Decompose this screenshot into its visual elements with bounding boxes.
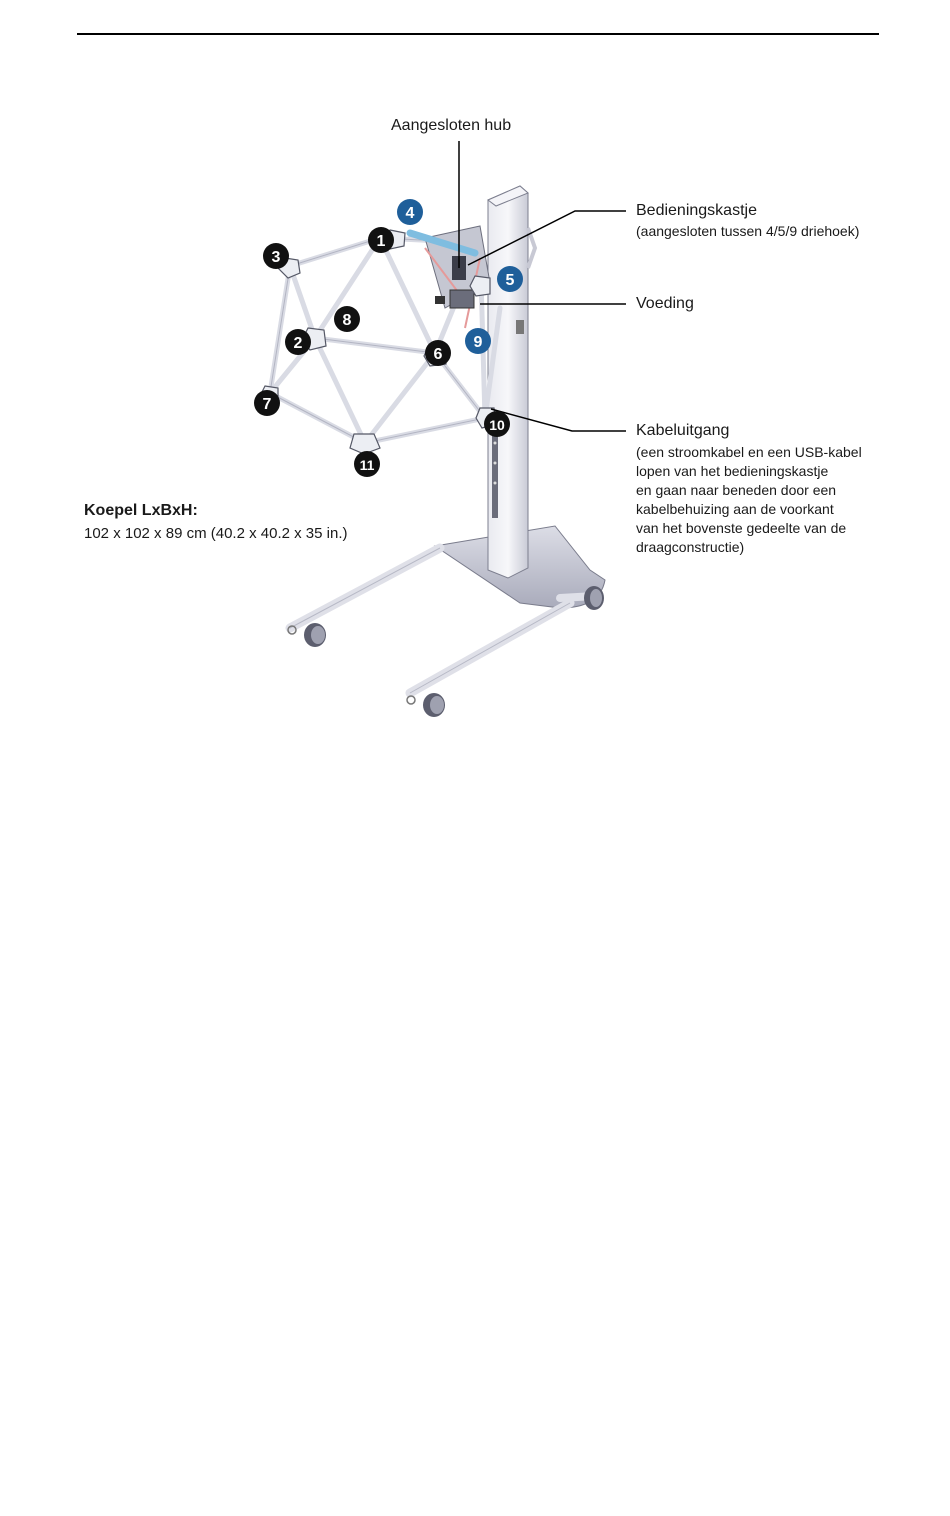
label-cable-exit-line-2: lopen van het bedieningskastje	[636, 463, 829, 479]
badge-1: 1	[368, 227, 394, 253]
wheels	[287, 586, 604, 717]
svg-text:6: 6	[434, 346, 443, 363]
label-control-box: Bedieningskastje	[636, 202, 757, 219]
svg-text:2: 2	[294, 335, 303, 352]
svg-text:5: 5	[506, 272, 515, 289]
label-cable-exit-line-6: draagconstructie)	[636, 539, 745, 555]
leader-lines	[458, 141, 626, 432]
badge-7: 7	[254, 390, 280, 416]
label-power-supply: Voeding	[636, 295, 694, 312]
svg-text:1: 1	[377, 233, 386, 250]
badge-4: 4	[397, 199, 423, 225]
power-supply	[435, 289, 475, 309]
badge-5: 5	[497, 266, 523, 292]
badge-3: 3	[263, 243, 289, 269]
top-rule	[77, 33, 879, 35]
label-control-box-note: (aangesloten tussen 4/5/9 driehoek)	[636, 223, 860, 239]
badge-9: 9	[465, 328, 491, 354]
label-cable-exit-line-5: van het bovenste gedeelte van de	[636, 520, 847, 536]
dome-frame-edges	[269, 237, 486, 444]
svg-text:3: 3	[272, 249, 281, 266]
svg-text:4: 4	[406, 205, 415, 222]
dome-stand-illustration: 1 2 3 4 5 6 7 8	[80, 108, 880, 720]
badge-8: 8	[334, 306, 360, 332]
label-cable-exit-line-1: (een stroomkabel en een USB-kabel	[636, 444, 862, 460]
stand-base	[285, 525, 606, 698]
label-cable-exit: Kabeluitgang	[636, 422, 730, 439]
svg-text:9: 9	[474, 334, 483, 351]
svg-text:8: 8	[343, 312, 352, 329]
support-column	[487, 185, 538, 579]
dome-drawing: 1 2 3 4 5 6 7 8	[254, 141, 626, 717]
svg-text:10: 10	[489, 417, 505, 433]
badge-11: 11	[354, 451, 380, 477]
label-connected-hub: Aangesloten hub	[391, 117, 512, 134]
badge-6: 6	[425, 340, 451, 366]
badge-2: 2	[285, 329, 311, 355]
svg-text:7: 7	[263, 396, 272, 413]
svg-text:11: 11	[360, 457, 375, 473]
badge-10: 10	[484, 411, 510, 437]
dome-dimensions-title: Koepel LxBxH:	[84, 502, 198, 519]
label-cable-exit-line-3: en gaan naar beneden door een	[636, 482, 837, 498]
dome-dimensions-value: 102 x 102 x 89 cm (40.2 x 40.2 x 35 in.)	[84, 525, 348, 542]
label-cable-exit-line-4: kabelbehuizing aan de voorkant	[636, 501, 834, 517]
